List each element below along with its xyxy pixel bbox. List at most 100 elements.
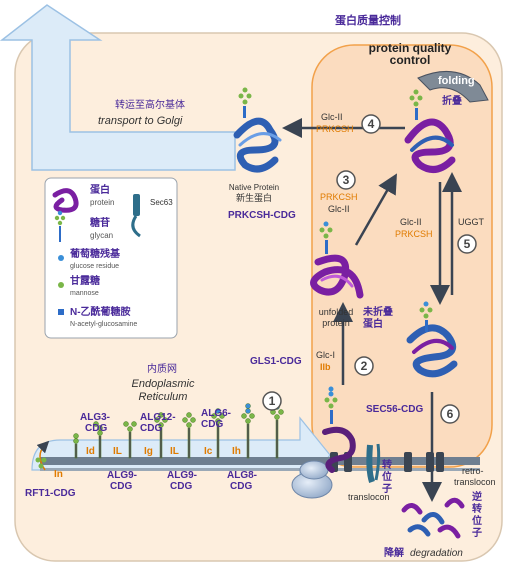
translocon-cn-1: 转 — [382, 458, 392, 471]
step-3-label: 3 — [343, 173, 350, 187]
legend-glycan-en: glycan — [90, 231, 113, 240]
native-en: Native Protein — [229, 183, 279, 192]
step-markers: 1 2 3 4 5 6 — [262, 114, 477, 424]
alg12-cdg-1: ALG12- — [140, 412, 176, 423]
legend-glucose-en: glucose residue — [70, 263, 119, 270]
protein-native — [233, 117, 282, 173]
er-membrane — [40, 457, 480, 471]
step4-prkcsh: PRKCSH — [316, 124, 354, 134]
enz-il: IL — [113, 446, 122, 457]
mannose-icon — [58, 282, 64, 288]
enz-ih: Ih — [232, 446, 241, 457]
er-en-2: Reticulum — [139, 391, 188, 403]
protein-unfolded — [310, 254, 364, 299]
glycan-reglucosylated — [419, 301, 433, 332]
alg9b-cdg-1: ALG9- — [167, 470, 197, 481]
legend-sec63: Sec63 — [150, 198, 173, 207]
alg8-cdg-1: ALG8- — [227, 470, 257, 481]
step-1-label: 1 — [269, 394, 276, 408]
sec63-translocon — [366, 443, 381, 483]
alg3-cdg-1: ALG3- — [80, 412, 110, 423]
step3-prkcsh: PRKCSH — [320, 192, 358, 202]
alg9a-cdg-2: CDG — [110, 481, 132, 492]
rft1-glycan — [35, 440, 50, 471]
step-5-label: 5 — [464, 237, 471, 251]
legend-protein-icon — [52, 188, 79, 213]
legend-sec63-icon — [131, 194, 141, 238]
ribosome — [291, 460, 333, 499]
legend-protein-en: protein — [90, 198, 114, 207]
alg12-cdg-2: CDG — [140, 423, 162, 434]
retro-en-1: retro- — [462, 466, 484, 476]
er-en-1: Endoplasmic — [132, 378, 195, 390]
unfolded-cn-1: 未折叠 — [362, 305, 393, 318]
retro-en-2: translocon — [454, 477, 496, 487]
degradation-cn: 降解 — [384, 546, 404, 559]
golgi-transport-arrow — [0, 4, 236, 171]
glucose-icon — [58, 255, 64, 261]
glycan-unfolded — [319, 221, 333, 254]
step2-glc: Glc-I — [316, 350, 335, 360]
glycan-native — [238, 87, 252, 118]
legend-glycan-icon — [54, 210, 66, 242]
alg8-cdg-2: CDG — [230, 481, 252, 492]
sec56-cdg: SEC56-CDG — [366, 404, 423, 415]
folding-label: folding — [438, 75, 475, 87]
qc-title-cn: 蛋白质量控制 — [335, 13, 401, 27]
step-4-label: 4 — [368, 117, 375, 131]
alg3-cdg-2: CDG — [85, 423, 107, 434]
er-cn: 内质网 — [147, 362, 177, 375]
protein-reglucosylated — [406, 324, 458, 378]
alg9a-cdg-1: ALG9- — [107, 470, 137, 481]
legend-glcnac-cn: N-乙酰葡糖胺 — [70, 305, 131, 318]
unfolded-en-2: protein — [322, 318, 350, 328]
gls1-cdg: GLS1-CDG — [250, 356, 302, 367]
legend-glcnac-en: N-acetyl-glucosamine — [70, 321, 137, 328]
right-glc: Glc-II — [400, 217, 422, 227]
enz-id: Id — [86, 446, 95, 457]
folding-cn: 折叠 — [442, 94, 462, 107]
step-2-label: 2 — [361, 359, 368, 373]
glcnac-icon — [58, 309, 64, 315]
glycan-translocating — [324, 386, 338, 424]
protein-degraded — [401, 497, 465, 539]
enz-in: In — [54, 469, 63, 480]
protein-translocating — [322, 426, 356, 473]
legend-mannose-en: mannose — [70, 290, 99, 297]
step4-glc: Glc-II — [321, 112, 343, 122]
translocon-cn-2: 位 — [382, 470, 392, 483]
process-arrows — [282, 118, 462, 502]
enz-il2: IL — [170, 446, 179, 457]
alg6-cdg-2: CDG — [201, 419, 223, 430]
retro-cn-2: 转 — [472, 502, 482, 515]
retro-cn-1: 逆 — [472, 490, 482, 503]
legend-glycan-cn: 糖苷 — [90, 216, 110, 229]
right-prkcsh: PRKCSH — [395, 229, 433, 239]
golgi-en: transport to Golgi — [98, 115, 183, 127]
alg6-cdg-1: ALG6- — [201, 408, 231, 419]
llo-pins — [73, 394, 284, 459]
qc-title-en-2: control — [390, 53, 431, 67]
unfolded-en-1: unfolded — [319, 307, 354, 317]
protein-folding — [404, 118, 456, 173]
translocon-en: translocon — [348, 492, 390, 502]
alg9b-cdg-2: CDG — [170, 481, 192, 492]
retro-cn-4: 子 — [472, 527, 482, 539]
enz-ig: Ig — [144, 446, 153, 457]
glycan-folding — [409, 89, 423, 120]
degradation-en: degradation — [410, 548, 463, 559]
folding-chaperone: folding — [417, 70, 489, 103]
prkcsh-cdg: PRKCSH-CDG — [228, 210, 296, 221]
legend: 蛋白 protein Sec63 糖苷 glycan 葡萄糖残基 glucose… — [44, 177, 178, 339]
translocon-cn-3: 子 — [382, 483, 392, 495]
retro-cn-3: 位 — [472, 514, 482, 527]
enz-ic: Ic — [204, 446, 213, 457]
rft1-cdg: RFT1-CDG — [25, 488, 76, 499]
uggt: UGGT — [458, 217, 485, 227]
step2-iib: IIb — [320, 362, 331, 372]
qc-title-en-1: protein quality — [369, 41, 452, 55]
unfolded-cn-2: 蛋白 — [363, 317, 383, 330]
legend-mannose-cn: 甘露糖 — [70, 274, 100, 287]
legend-protein-cn: 蛋白 — [90, 183, 110, 196]
